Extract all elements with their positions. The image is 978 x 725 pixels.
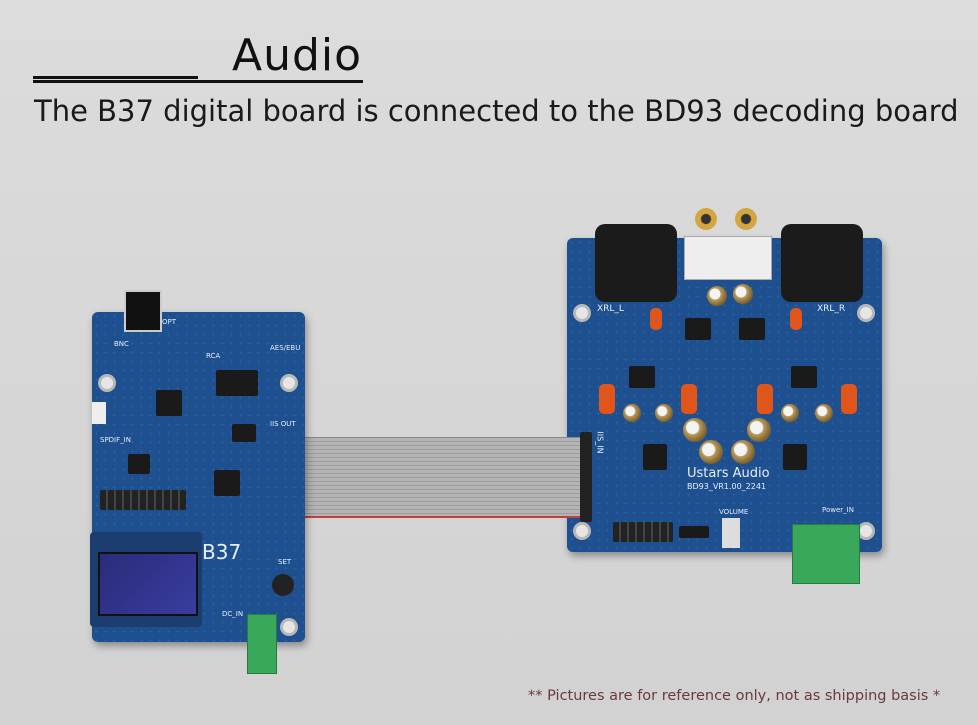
capacitor: [681, 384, 697, 414]
opamp-chip: [791, 366, 817, 388]
set-label: SET: [278, 558, 292, 566]
spdif-connector: [92, 402, 106, 424]
opamp-chip: [685, 318, 711, 340]
capacitor: [650, 308, 662, 330]
dac-chip: [643, 444, 667, 470]
rca-jacks: [684, 236, 772, 280]
title-underline-left: [33, 76, 198, 79]
dc-terminal-block: [247, 614, 277, 674]
iis-out-label: IIS OUT: [270, 420, 296, 428]
capacitor: [655, 404, 673, 422]
rca-label: RCA: [206, 352, 221, 360]
capacitor: [781, 404, 799, 422]
capacitor: [733, 284, 753, 304]
dac-chip: [783, 444, 807, 470]
dc-in-label: DC_IN: [222, 610, 244, 618]
chip: [232, 424, 256, 442]
bnc-label: BNC: [114, 340, 129, 348]
capacitor: [747, 418, 771, 442]
xrl-r-label: XRL_R: [817, 304, 846, 314]
chip: [214, 470, 240, 496]
xlr-right-connector: [781, 224, 863, 302]
pin-header: [100, 490, 186, 510]
bd93-decoding-board: XRL_L XRL_R Ustars Audio BD93_VR1.00_224…: [567, 208, 882, 552]
oled-screen: [98, 552, 198, 616]
mount-hole: [280, 618, 298, 636]
ribbon-connector-right: [580, 432, 592, 522]
capacitor: [790, 308, 802, 330]
capacitor: [731, 440, 755, 464]
chip: [216, 370, 258, 396]
optical-input: [124, 290, 162, 332]
oled-module: [90, 532, 202, 627]
capacitor: [841, 384, 857, 414]
title: Audio: [232, 30, 363, 81]
capacitor: [623, 404, 641, 422]
opamp-chip: [739, 318, 765, 340]
chip: [128, 454, 150, 474]
mount-hole: [857, 304, 875, 322]
opt-label: OPT: [162, 318, 177, 326]
title-underline: [33, 80, 363, 83]
brand-label: Ustars Audio: [687, 466, 770, 481]
board-name: B37: [202, 540, 242, 564]
volume-connector: [722, 518, 740, 548]
subtitle: The B37 digital board is connected to th…: [34, 94, 959, 128]
chip: [679, 526, 709, 538]
mount-hole: [573, 522, 591, 540]
rca-right: [735, 208, 757, 230]
pin-header: [613, 522, 673, 542]
power-terminal-block: [792, 524, 860, 584]
mount-hole: [280, 374, 298, 392]
ribbon-cable: [272, 437, 590, 518]
disclaimer-note: ** Pictures are for reference only, not …: [528, 688, 941, 704]
rca-left: [695, 208, 717, 230]
capacitor: [815, 404, 833, 422]
capacitor: [699, 440, 723, 464]
xrl-l-label: XRL_L: [597, 304, 624, 314]
volume-label: VOLUME: [719, 508, 749, 516]
aes-ebu-label: AES/EBU: [270, 344, 301, 352]
xlr-left-connector: [595, 224, 677, 302]
set-button: [272, 574, 294, 596]
power-in-label: Power_IN: [822, 506, 854, 514]
iis-in-label: IIS_IN: [595, 431, 605, 454]
capacitor: [599, 384, 615, 414]
mount-hole: [573, 304, 591, 322]
mount-hole: [98, 374, 116, 392]
chip: [156, 390, 182, 416]
capacitor: [707, 286, 727, 306]
capacitor: [757, 384, 773, 414]
capacitor: [683, 418, 707, 442]
spdif-in-label: SPDIF_IN: [100, 436, 131, 444]
opamp-chip: [629, 366, 655, 388]
model-label: BD93_VR1.00_2241: [687, 482, 767, 491]
